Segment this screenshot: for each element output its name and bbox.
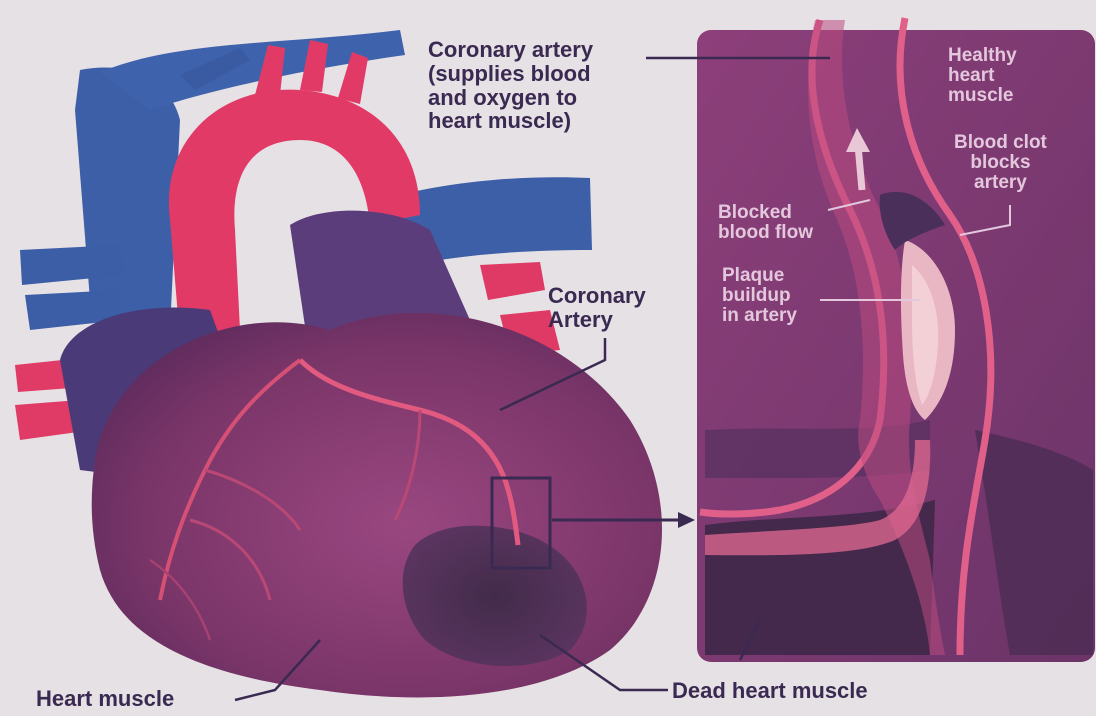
label-blood-clot: Blood clot blocks artery xyxy=(954,133,1047,193)
label-healthy-heart-muscle: Healthy heart muscle xyxy=(948,46,1017,106)
label-blocked-blood-flow: Blocked blood flow xyxy=(718,203,813,243)
label-dead-heart-muscle: Dead heart muscle xyxy=(672,679,868,703)
red-vessel-right xyxy=(480,262,545,300)
label-coronary-artery-mid: Coronary Artery xyxy=(548,284,646,332)
label-coronary-artery-top: Coronary artery (supplies blood and oxyg… xyxy=(428,38,593,133)
label-plaque-buildup: Plaque buildup in artery xyxy=(722,266,797,326)
label-heart-muscle: Heart muscle xyxy=(36,687,174,711)
zoom-arrow-head xyxy=(678,512,695,528)
